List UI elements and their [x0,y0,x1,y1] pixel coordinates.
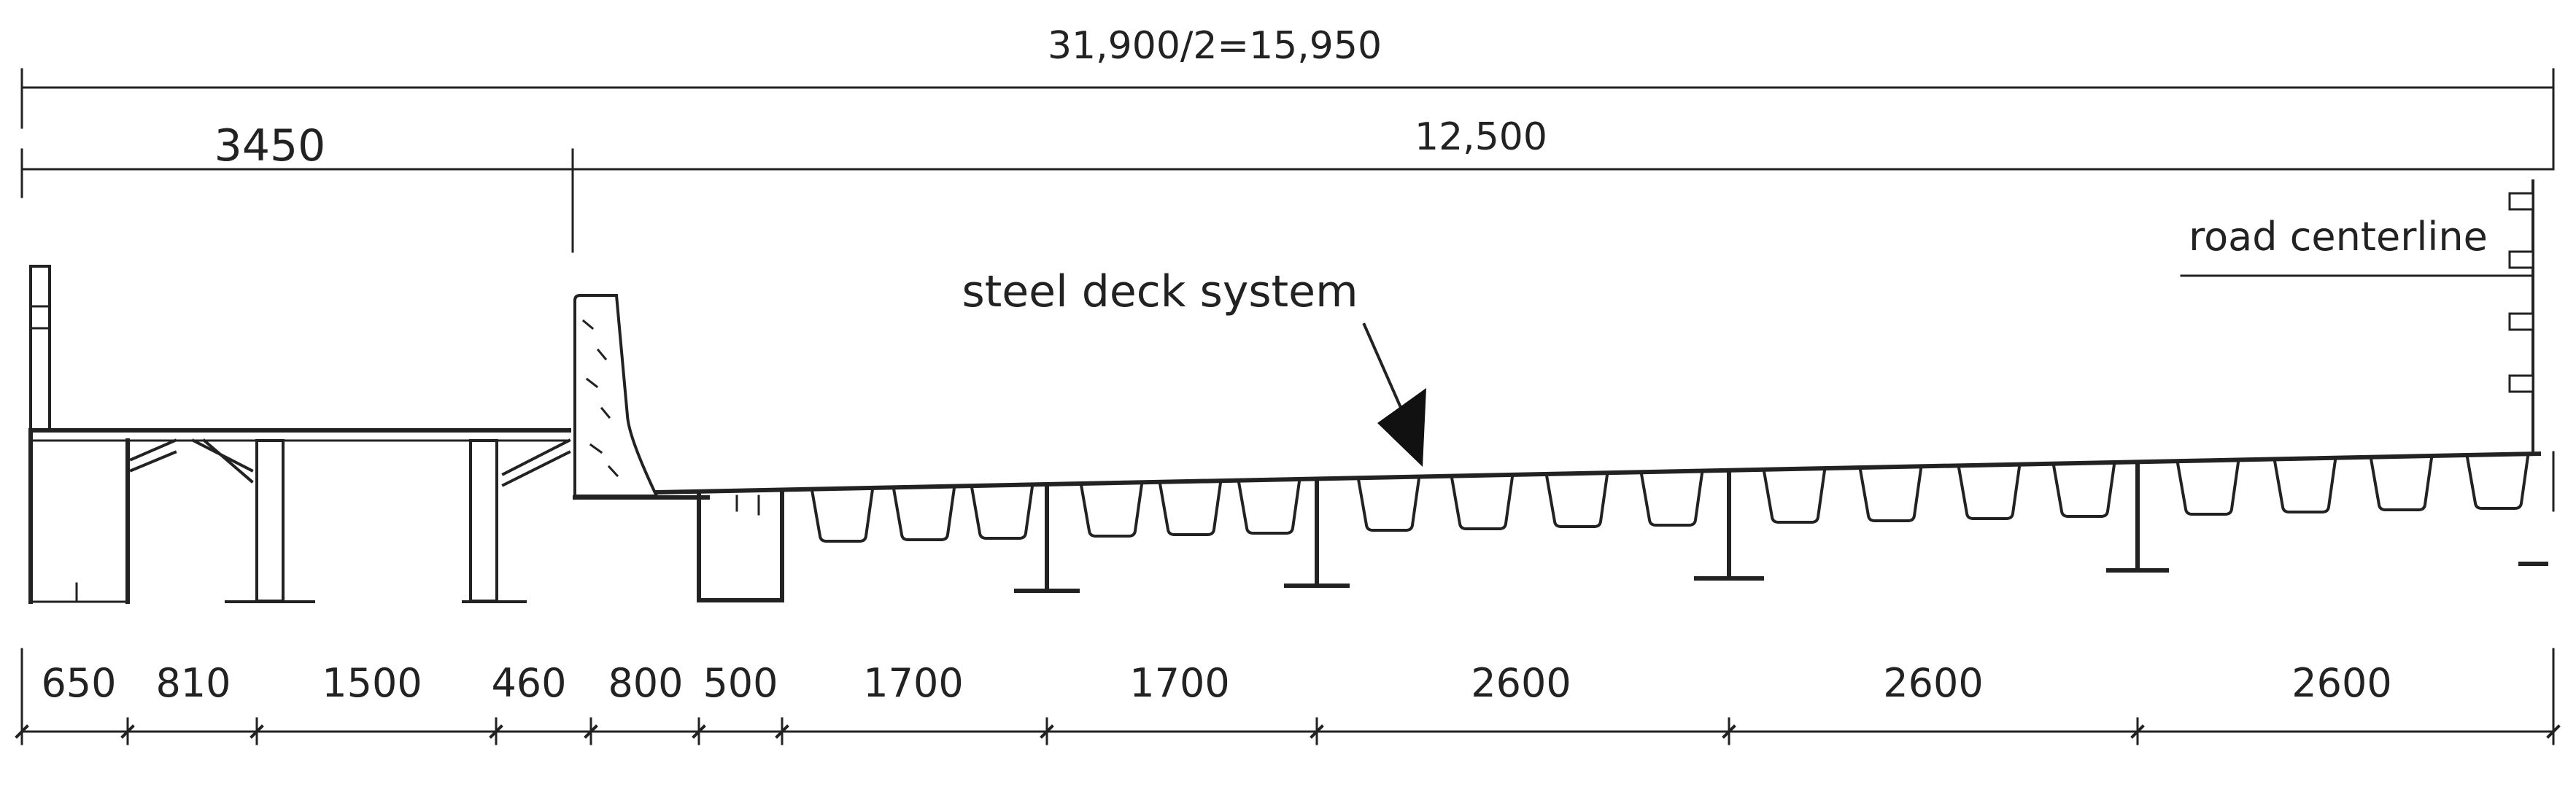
bottom-dimension-label: 800 [608,660,683,706]
centerline-mark [2508,312,2534,331]
u-rib [1237,479,1301,535]
dimension-arrow-mark [489,724,503,739]
dimension-arrow-mark [1040,724,1054,739]
u-rib [810,487,875,543]
road-centerline-group: road centerline [2180,179,2555,566]
u-rib [1079,482,1144,538]
u-rib [2051,462,2116,518]
u-rib [2175,460,2240,516]
dimension-arrow-mark [2546,724,2561,739]
u-rib [2273,458,2337,513]
brace [501,438,571,476]
right-zone-dimension-label: 12,500 [1415,115,1547,159]
dimension-arrow-mark [15,724,29,739]
u-rib [1544,473,1609,528]
girders [1014,462,2169,593]
centerline-mark [2508,250,2534,269]
bottom-dimension-label: 1700 [863,660,963,706]
steel-deck-system: steel deck system [654,266,2542,602]
bottom-dimension-label: 650 [41,660,116,706]
u-rib [2369,456,2434,511]
dimension-arrow-mark [250,724,264,739]
u-rib [891,486,956,541]
u-rib [2465,454,2530,510]
bottom-dimension-label: 2600 [1471,660,1571,706]
dimension-arrow-mark [775,724,789,739]
zone-dimensions: 3450 12,500 [20,115,2555,253]
bottom-dimension-label: 1700 [1129,660,1229,706]
centerline-mark [2508,374,2534,393]
bottom-dimension-chain: 650 810 1500 460 800 500 1700 1700 2600 2600 2600 [15,648,2561,745]
barrier-shape [573,294,660,497]
bottom-dimension-label: 500 [703,660,778,706]
u-rib [1762,468,1827,524]
column-2 [469,439,498,602]
road-centerline-label: road centerline [2189,214,2488,260]
centerline-mark [2508,192,2534,211]
railing-post [29,265,51,432]
brace [501,450,571,487]
steel-deck-label: steel deck system [962,266,1358,317]
brace [129,438,177,462]
dimension-arrow-mark [1722,724,1736,739]
bottom-dimension-label: 1500 [322,660,422,706]
brace [202,438,254,484]
u-rib [970,484,1034,540]
u-rib [1356,476,1421,532]
dimension-arrow-mark [1310,724,1324,739]
concrete-barrier [573,294,710,500]
u-rib [1858,467,1923,522]
dimension-arrow-mark [120,724,135,739]
brace [129,450,177,473]
bottom-dimension-label: 2600 [1883,660,1983,706]
arrow-head [1377,388,1426,467]
sidewalk-structure [28,265,571,604]
overall-dimension: 31,900/2=15,950 [20,24,2555,169]
column-1 [255,439,285,602]
u-rib [1158,481,1223,536]
bottom-dimension-label: 810 [155,660,231,706]
bottom-dimension-label: 2600 [2291,660,2391,706]
u-ribs [810,454,2530,543]
dimension-arrow-mark [2130,724,2145,739]
bottom-dimension-label: 460 [491,660,566,706]
left-zone-dimension-label: 3450 [214,120,326,171]
dimension-arrow-mark [584,724,598,739]
u-rib [1450,475,1515,530]
deck-plate [654,451,2542,495]
overall-dimension-label: 31,900/2=15,950 [1048,24,1382,68]
u-rib [1639,471,1704,527]
dimension-arrow-mark [692,724,706,739]
barrier-hatch [581,319,619,478]
u-rib [1957,465,2022,520]
leader-line [1362,322,1407,418]
